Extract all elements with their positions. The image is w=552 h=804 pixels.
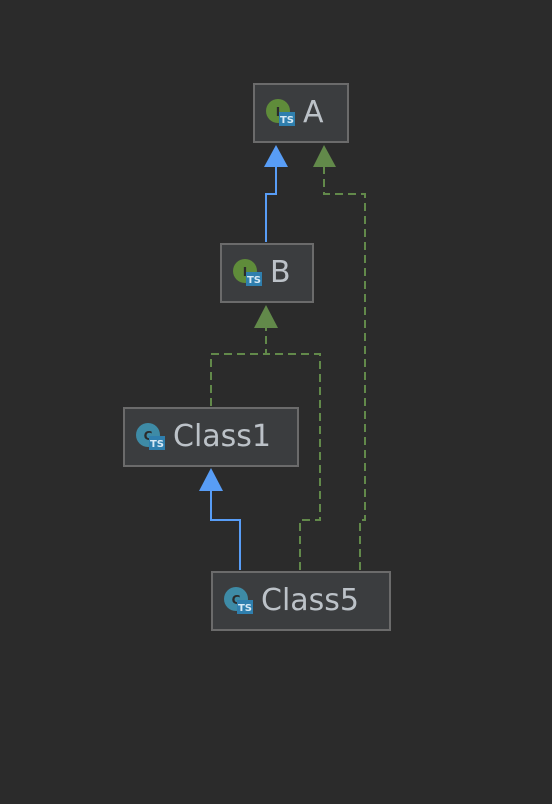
- svg-text:I: I: [276, 105, 280, 119]
- class-ts-icon: C TS: [223, 585, 255, 617]
- node-interface-a[interactable]: I TS A: [253, 83, 349, 143]
- svg-text:I: I: [243, 265, 247, 279]
- node-class-class5[interactable]: C TS Class5: [211, 571, 391, 631]
- edge-class1-implements-b[interactable]: [210, 305, 278, 406]
- node-label: Class5: [261, 583, 360, 618]
- edge-class5-implements-b[interactable]: [266, 353, 321, 570]
- arrowhead-icon: [199, 468, 223, 491]
- edge-b-extends-a[interactable]: [264, 145, 288, 242]
- node-label: A: [303, 95, 324, 130]
- edge-class5-implements-a[interactable]: [313, 145, 366, 570]
- svg-text:TS: TS: [280, 115, 294, 126]
- class-ts-icon: C TS: [135, 421, 167, 453]
- svg-text:TS: TS: [247, 275, 261, 286]
- node-class-class1[interactable]: C TS Class1: [123, 407, 299, 467]
- node-interface-b[interactable]: I TS B: [220, 243, 314, 303]
- node-label: B: [270, 255, 291, 290]
- edge-class5-extends-class1[interactable]: [199, 468, 241, 570]
- interface-ts-icon: I TS: [232, 257, 264, 289]
- svg-text:TS: TS: [238, 603, 252, 614]
- interface-ts-icon: I TS: [265, 97, 297, 129]
- arrowhead-icon: [254, 305, 278, 328]
- node-label: Class1: [173, 419, 272, 454]
- arrowhead-icon: [264, 145, 288, 167]
- svg-text:C: C: [232, 593, 241, 607]
- arrowhead-icon: [313, 145, 336, 167]
- svg-text:C: C: [144, 429, 153, 443]
- svg-text:TS: TS: [150, 439, 164, 450]
